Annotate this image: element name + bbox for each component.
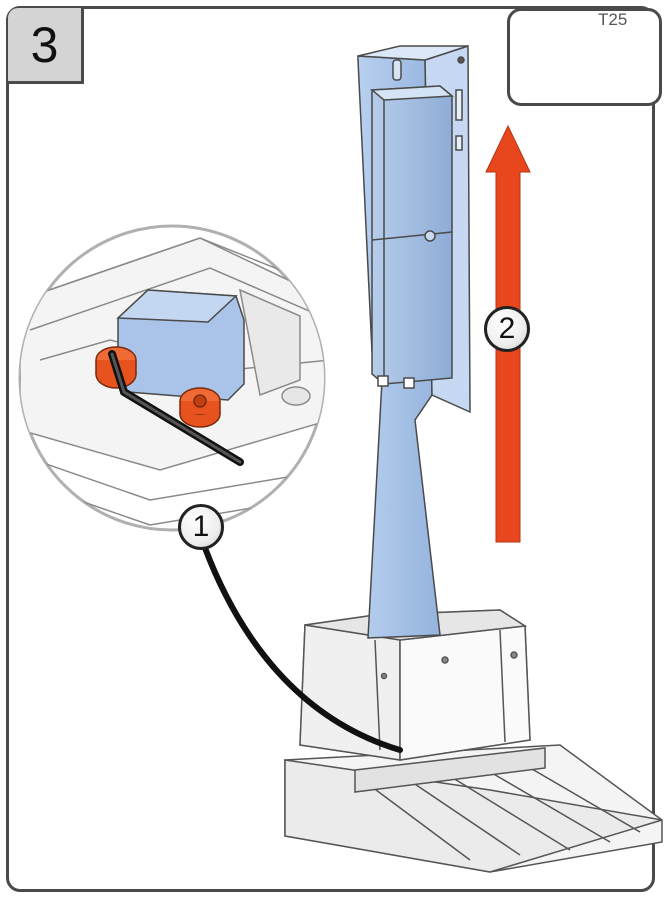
base-plate <box>284 744 663 873</box>
callout-1: 1 <box>178 504 224 550</box>
zoom-screw-right <box>179 387 221 428</box>
callout-2: 2 <box>484 306 530 352</box>
tools-required-box <box>507 8 662 106</box>
torx-size-label: T25 <box>598 10 628 29</box>
step-number: 3 <box>8 8 84 84</box>
zoom-allen-key <box>108 350 244 466</box>
callout-1-leader <box>202 545 403 753</box>
post-socket <box>299 609 531 761</box>
detail-zoom-circle <box>18 224 326 532</box>
diagram-frame <box>6 6 655 892</box>
zoom-control-box <box>116 289 245 401</box>
control-box <box>370 85 463 389</box>
